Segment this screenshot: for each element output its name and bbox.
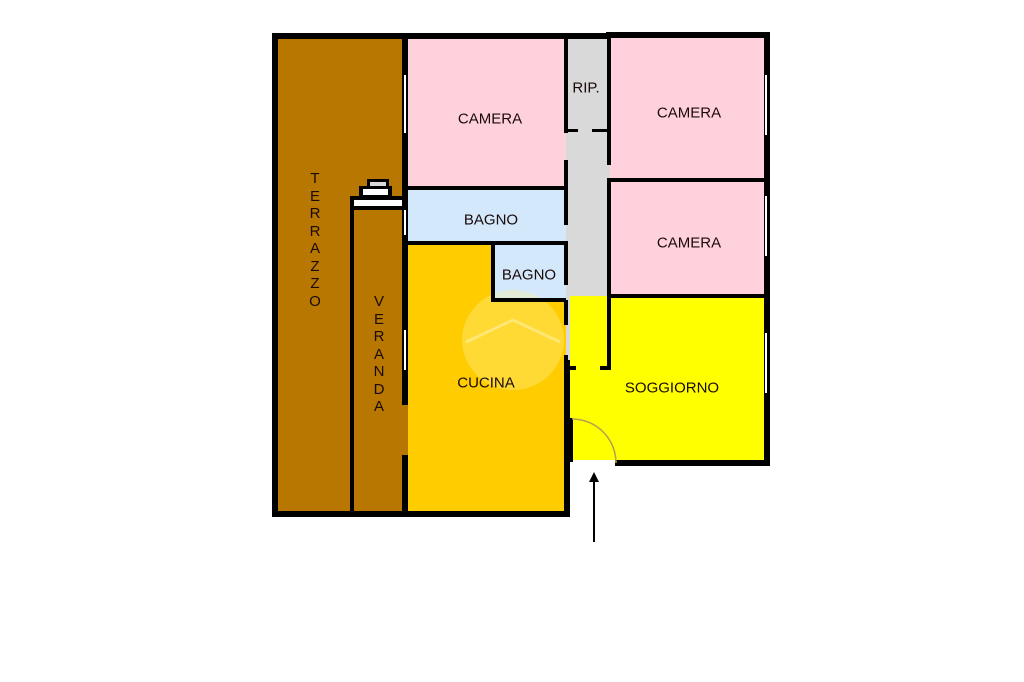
veranda-top-white (354, 200, 402, 206)
room-cucina-notch-cover (494, 245, 566, 300)
room-camera-2 (610, 38, 764, 181)
label-terrazzo: T E R R A Z Z O (309, 170, 321, 310)
wall-corridor-left-seg2 (564, 245, 568, 285)
room-terrazzo (278, 38, 406, 512)
wall-camera3-soggiorno (609, 294, 767, 298)
entrance-door-jamb (570, 418, 573, 462)
wall-corridor-right-mid (607, 178, 611, 296)
wall-bagno2-left (491, 243, 495, 302)
room-bagno-1 (408, 190, 566, 243)
wall-terrazzo-rooms (402, 33, 408, 517)
wall-corridor-left-seg4 (564, 355, 568, 375)
label-camera-1: CAMERA (457, 110, 523, 128)
wall-corridor-right-top (607, 35, 611, 165)
wall-corridor-left-seg1 (564, 160, 568, 225)
window-camera-3 (765, 196, 767, 256)
room-camera-1 (408, 38, 566, 188)
entrance-arrow-icon (589, 472, 599, 542)
label-soggiorno: SOGGIORNO (624, 379, 720, 397)
wall-bagno1-cucina (406, 241, 568, 245)
veranda-step-mid-white (363, 189, 388, 195)
outer-wall-bottom-right (615, 460, 770, 466)
wall-rip-dash-right (592, 129, 610, 132)
wall-veranda-left (350, 198, 354, 513)
label-bagno-2: BAGNO (501, 266, 557, 284)
outer-wall-top-right (606, 32, 769, 38)
wall-camera2-camera3 (609, 178, 767, 182)
room-soggiorno-upper (610, 296, 764, 376)
label-camera-2: CAMERA (656, 104, 722, 122)
label-bagno-1: BAGNO (463, 211, 519, 229)
wall-corridor-left-top (564, 35, 568, 133)
room-camera-3 (610, 181, 764, 296)
label-cucina: CUCINA (457, 374, 515, 392)
door-swing-icon (571, 418, 617, 464)
window-camera-1 (404, 75, 406, 133)
veranda-step-top-grey (370, 182, 386, 186)
cucina-right-wall (564, 360, 570, 517)
outer-wall-bottom (272, 511, 570, 517)
window-cucina (404, 330, 406, 370)
outer-wall-right (764, 32, 770, 466)
watermark-roof-icon (465, 318, 561, 344)
outer-wall-left (272, 33, 278, 517)
wall-corridor-bottom-right (600, 366, 610, 370)
window-soggiorno (765, 333, 767, 393)
label-ripostiglio: RIP. (572, 79, 600, 97)
window-camera-2 (765, 75, 767, 135)
wall-bagno2-bottom (491, 298, 566, 302)
wall-corridor-right-low (607, 288, 611, 370)
window-bagno-1 (404, 205, 406, 235)
label-camera-3: CAMERA (656, 234, 722, 252)
outer-wall-top-left (272, 33, 610, 39)
wall-rip-dash-left (566, 129, 578, 132)
wall-corridor-bottom-left (566, 366, 576, 370)
label-veranda: V E R A N D A (373, 293, 385, 415)
wall-corridor-left-seg3 (564, 300, 568, 325)
wall-camera1-bagno1 (406, 186, 568, 190)
watermark-logo-icon (462, 290, 564, 390)
door-gap-cucina-veranda (402, 405, 408, 455)
